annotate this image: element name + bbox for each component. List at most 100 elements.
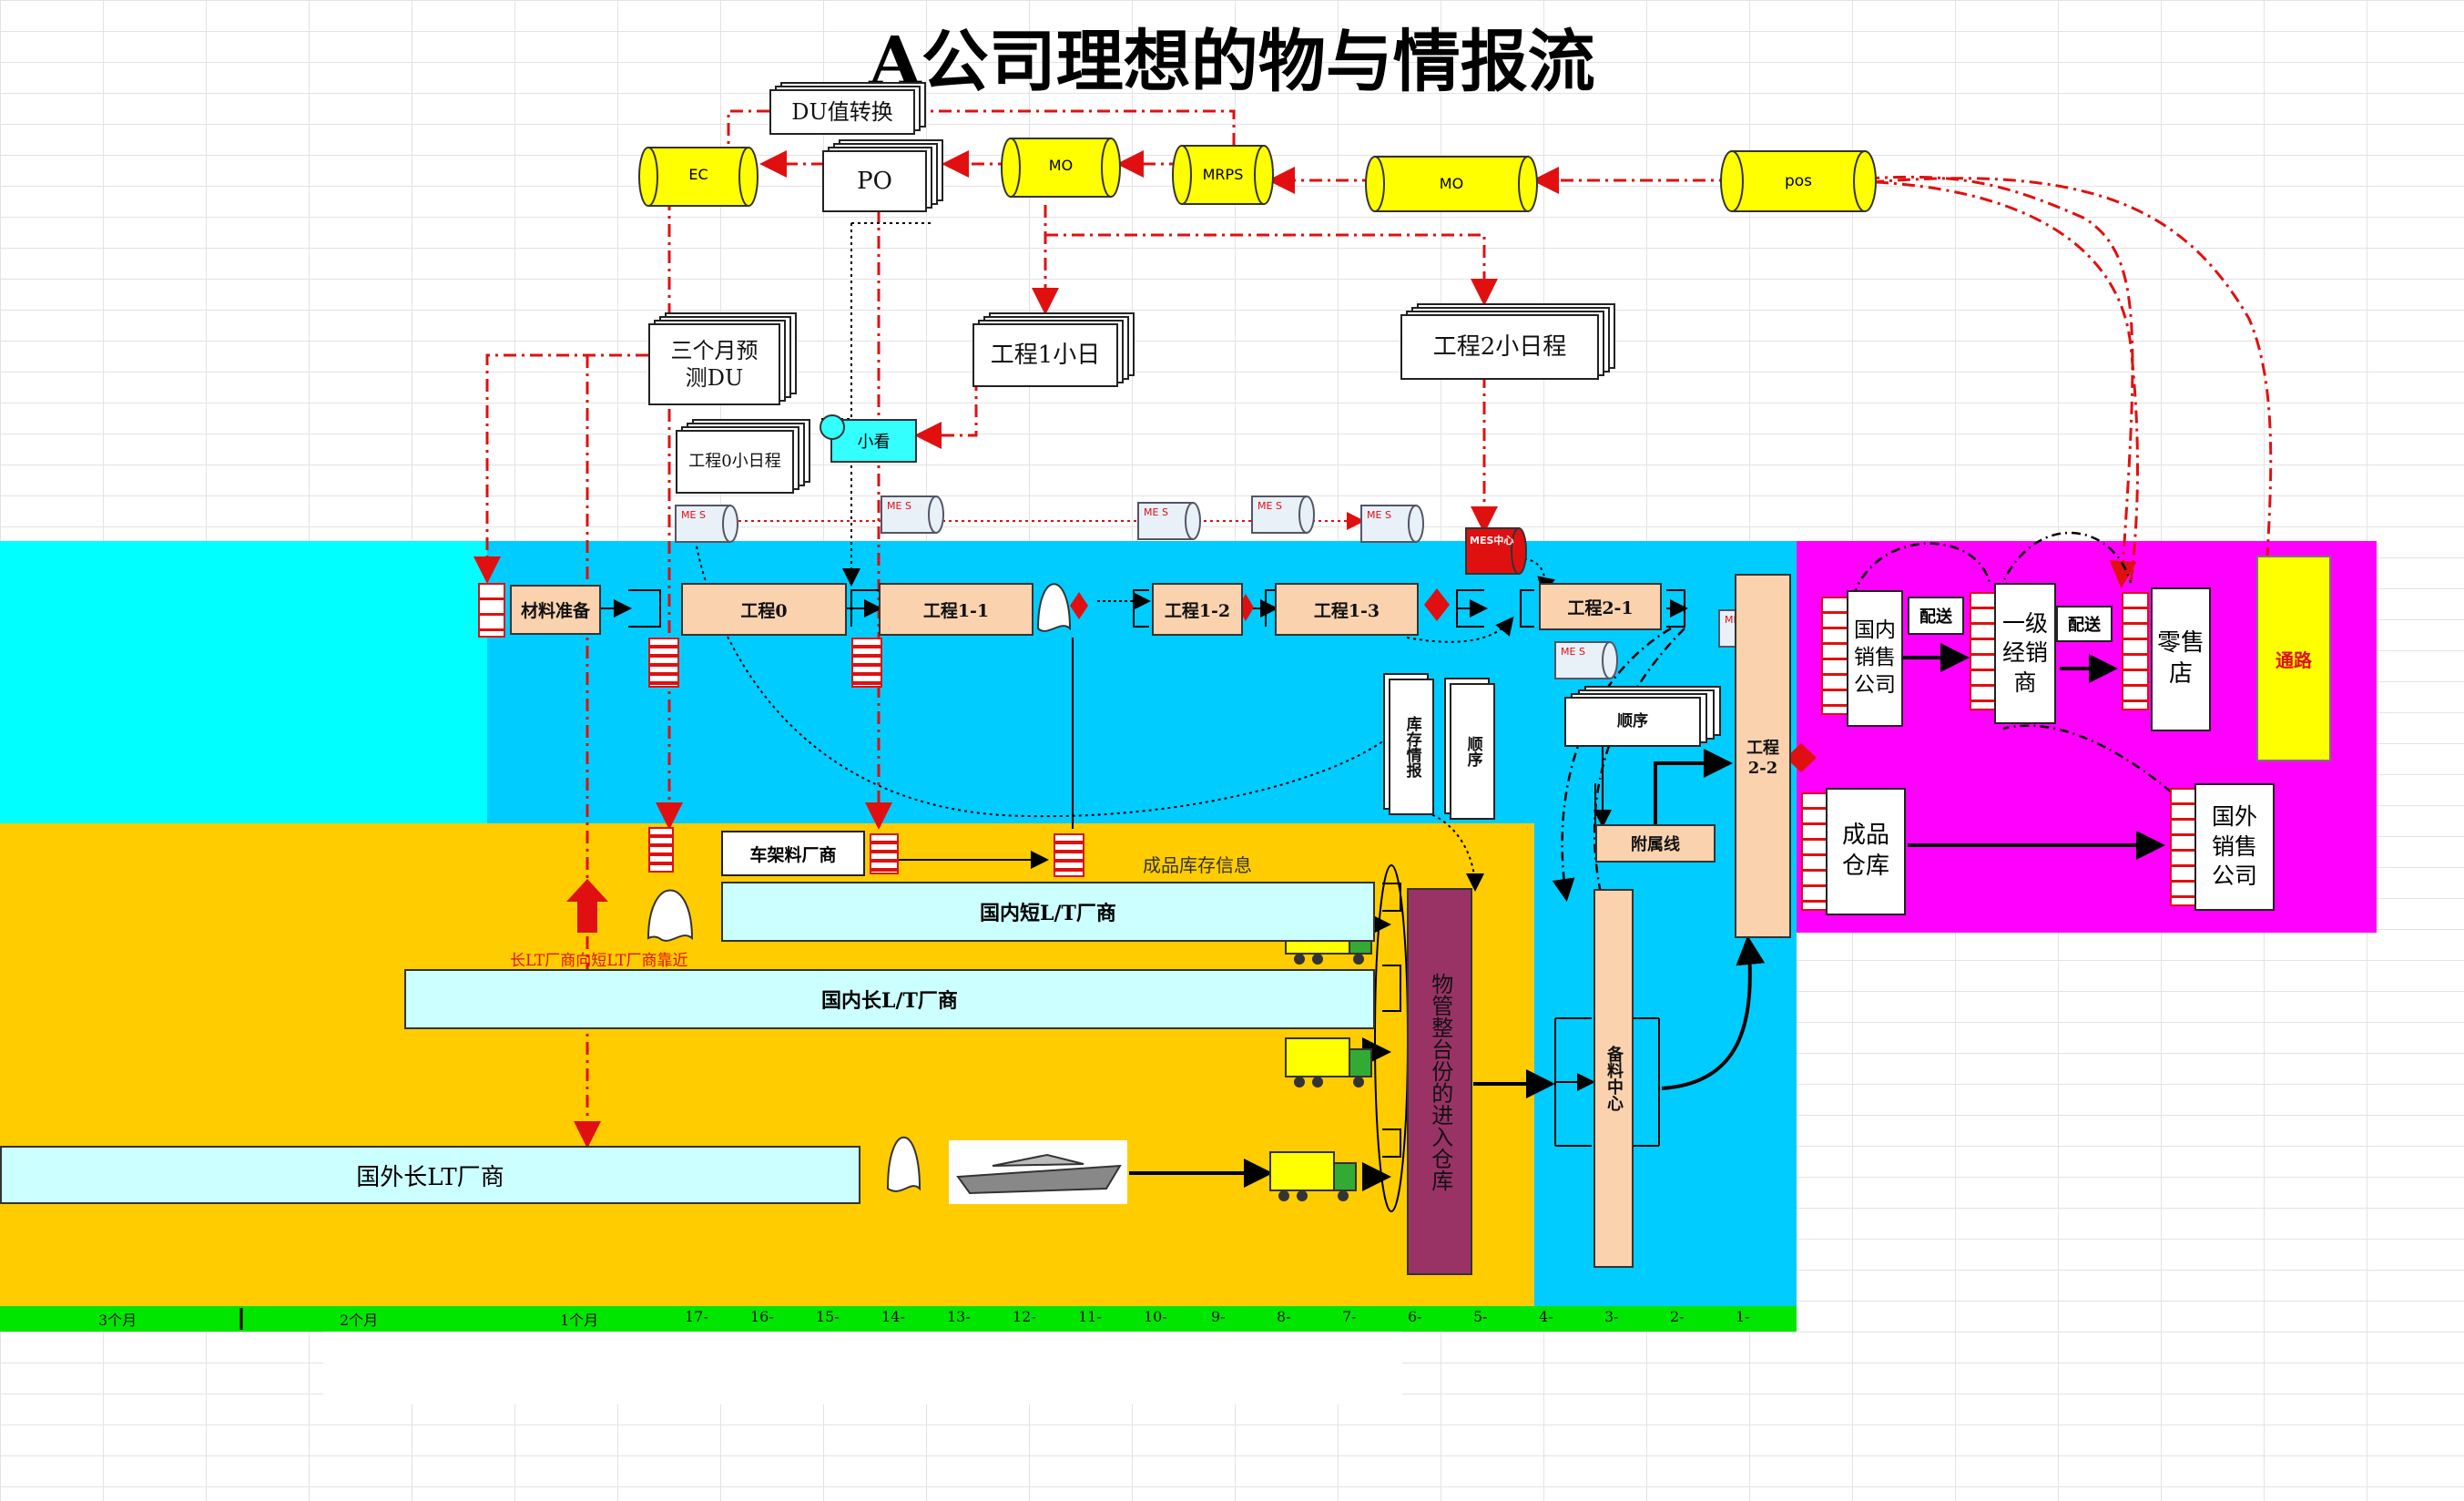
eng2-1-box: 工程2-1 [1539, 583, 1662, 630]
line-pos-to-channel [1870, 177, 2273, 556]
po-doc: PO [822, 139, 943, 212]
distributor-line2: 经销 [2001, 639, 2048, 667]
domestic-short-vendor: 国内短L/T厂商 [721, 882, 1375, 942]
mes-5 [1360, 505, 1424, 543]
domestic-long-vendor: 国内长L/T厂商 [404, 969, 1375, 1029]
timeline-label: 17- [685, 1308, 708, 1325]
domestic-sales-line3: 公司 [1854, 672, 1896, 697]
timeline-label: 3个月 [98, 1312, 137, 1329]
page-title: A公司理想的物与情报流 [869, 23, 1595, 101]
cyl-mrps [1172, 145, 1274, 205]
forecast-line2: 测DU [685, 365, 744, 391]
line-mo-to-sched2 [1045, 233, 1498, 306]
timeline-label: 2- [1670, 1308, 1685, 1325]
kanban-finished [1801, 792, 1828, 911]
forecast-line1: 三个月预 [670, 338, 759, 363]
parts-center-box: 备料中心 [1593, 889, 1634, 1268]
line-du-to-ec [727, 109, 769, 144]
schedule2-doc: 工程2小日程 [1400, 303, 1615, 380]
timeline-label: 2个月 [340, 1312, 379, 1329]
du-convert-label: DU值转换 [769, 89, 915, 135]
diamond-1 [1070, 592, 1088, 619]
timeline-label: 15- [816, 1308, 840, 1325]
kanban-material [478, 583, 505, 638]
finished-line1: 成品 [1841, 822, 1889, 850]
line-inventory-curve [696, 546, 1410, 818]
arrow-attached-to-eng2-2 [1654, 749, 1733, 840]
arrow-parts-to-eng2-2 [1661, 935, 1766, 1090]
timeline-label: 8- [1277, 1308, 1291, 1325]
mes-2 [881, 495, 944, 534]
truck-3 [1269, 1151, 1357, 1201]
line-forecast-to-material [473, 353, 648, 584]
timeline-label: 3- [1604, 1308, 1619, 1325]
line-sched1-to-kanban [914, 378, 978, 449]
kanban-eng1 [851, 638, 882, 688]
domestic-sales-line2: 销售 [1854, 646, 1896, 670]
mo2-label: MO [1439, 175, 1464, 192]
retail-line2: 店 [2168, 660, 2193, 688]
wave-markers [647, 583, 1072, 1192]
eng2-2-line2: 2-2 [1747, 758, 1778, 778]
truck-2 [1285, 1037, 1372, 1087]
schedule1-label: 工程1小日 [972, 323, 1118, 387]
distributor-line1: 一级 [2001, 609, 2048, 637]
long-to-short-note: 长LT厂商向短LT厂商靠近 [510, 952, 688, 970]
foreign-sales-line3: 公司 [2211, 863, 2257, 890]
schedule1-doc: 工程1小日 [972, 312, 1135, 387]
eng2-2-box: 工程 2-2 [1735, 574, 1791, 938]
diamond-4 [1786, 743, 1817, 772]
eng0-box: 工程0 [681, 583, 847, 636]
mes-center-cyl [1465, 527, 1527, 575]
line-mrps-to-du [920, 109, 1236, 146]
sequence-label: 顺序 [1564, 697, 1701, 747]
frame-vendor-box: 车架料厂商 [721, 831, 865, 876]
timeline-label: 5- [1473, 1308, 1488, 1325]
pos-label: pos [1784, 172, 1813, 190]
domestic-sales-line1: 国内 [1854, 618, 1896, 643]
foreign-sales-line1: 国外 [2211, 803, 2257, 831]
line-warehouse-info [1420, 810, 1484, 892]
arc-domestic-distributor [1851, 542, 1991, 597]
foreign-sales-box: 国外 销售 公司 [2194, 783, 2275, 911]
timeline-label: 9- [1211, 1308, 1226, 1325]
cyl-mo1 [1001, 138, 1121, 198]
sequence-doc: 顺序 [1564, 686, 1721, 747]
foreign-sales-line2: 销售 [2211, 832, 2257, 860]
diamond-3 [1424, 588, 1450, 621]
small-kanban-dot [820, 414, 845, 440]
timeline-label: 6- [1408, 1308, 1422, 1325]
schedule0-doc: 工程0小日程 [676, 419, 810, 494]
mes-label-2: ME S [887, 500, 911, 512]
timeline-label: 7- [1342, 1308, 1357, 1325]
timeline-label: 14- [881, 1308, 905, 1325]
mes-4 [1251, 495, 1315, 534]
timeline-band [0, 1306, 1797, 1332]
kanban-domestic-sales [1821, 597, 1848, 715]
mes-label-4: ME S [1257, 500, 1282, 512]
mes-center-label: MES中心 [1470, 535, 1514, 546]
cyl-mo2 [1365, 156, 1538, 212]
kanban-distributor [1970, 592, 1997, 710]
timeline-label: 1- [1736, 1308, 1750, 1325]
timeline-label: 13- [947, 1308, 971, 1325]
mes-label-6: ME S [1561, 646, 1585, 658]
kanban-vendor0 [648, 827, 674, 873]
mes-3 [1137, 502, 1201, 540]
material-prep-box: 材料准备 [510, 585, 601, 635]
eng1-3-box: 工程1-3 [1275, 583, 1419, 636]
mes-label-3: ME S [1144, 506, 1168, 518]
ec-label: EC [688, 166, 708, 183]
cyan-band [0, 541, 487, 823]
trucks [1269, 914, 1372, 1201]
inventory-info-doc: 库存情报 [1383, 673, 1434, 815]
sequence-v-doc: 顺序 [1444, 678, 1495, 820]
kanban-frame [870, 833, 899, 874]
mes-6 [1554, 641, 1618, 679]
eng1-2-box: 工程1-2 [1152, 583, 1243, 636]
delivery-2-box: 配送 [2056, 606, 2113, 642]
retail-box: 零售 店 [2151, 587, 2211, 731]
mrps-label: MRPS [1202, 166, 1244, 183]
eng1-1-box: 工程1-1 [879, 583, 1033, 636]
